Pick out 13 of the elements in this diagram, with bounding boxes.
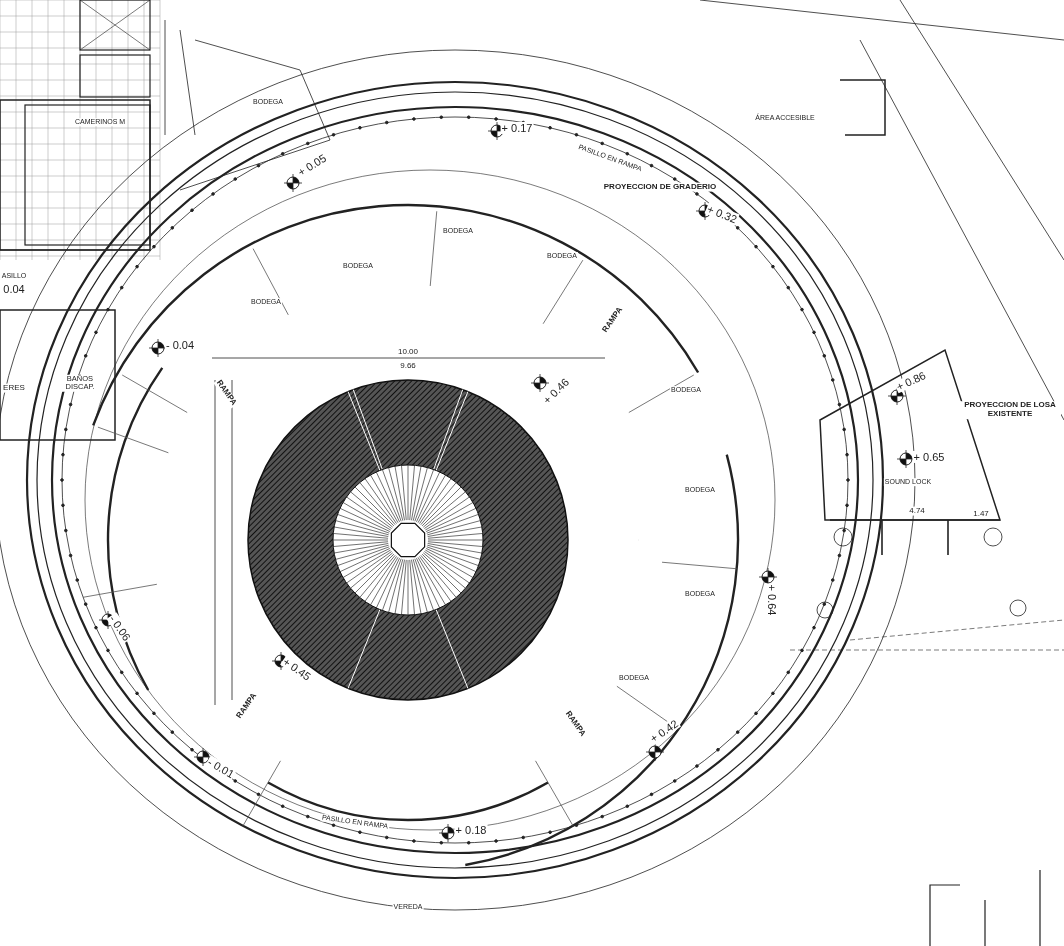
dimension-text: + 0.17 [500, 121, 534, 135]
room-label: ERES [2, 383, 26, 393]
dimension-text: 1.47 [972, 509, 990, 519]
room-label: PROYECCION DE GRADERIO [602, 182, 718, 192]
dimension-text: - 0.04 [164, 338, 196, 352]
dimension-text: 9.66 [399, 361, 417, 371]
dimension-text: 0.04 [2, 282, 26, 296]
room-label: PROYECCION DE LOSA EXISTENTE [959, 401, 1061, 419]
dimension-text: 10.00 [397, 347, 419, 357]
dimension-text: + 0.18 [454, 823, 488, 837]
dimension-text: + 0.64 [765, 583, 779, 617]
dimension-text: 4.74 [908, 506, 926, 516]
dimension-text: + 0.65 [912, 450, 946, 464]
